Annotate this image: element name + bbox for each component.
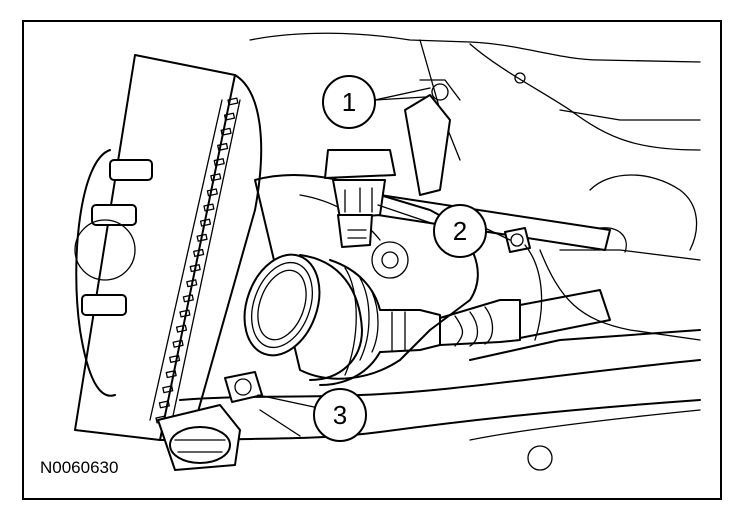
callout-2-label: 2 xyxy=(453,216,467,246)
cv-boot xyxy=(319,259,441,386)
rotor-vent-slot xyxy=(220,127,232,136)
rotor-vent-slot xyxy=(196,233,208,242)
background-body xyxy=(249,32,701,471)
callout-2: 2 xyxy=(433,204,487,258)
callout-1: 1 xyxy=(322,75,376,129)
rotor-vent-slot xyxy=(203,203,215,212)
rotor-vent-slot xyxy=(217,142,229,151)
rotor-vent-slot xyxy=(206,188,218,197)
cv-joint xyxy=(243,253,363,381)
strut-bracket xyxy=(404,79,461,196)
leader-lines xyxy=(257,87,511,408)
rotor-vent-slot xyxy=(175,324,188,333)
rotor-vent-slot xyxy=(162,385,174,394)
rotor-vent-slot xyxy=(210,173,222,182)
drive-shaft xyxy=(439,289,611,347)
rotor-vent-slot xyxy=(189,264,201,273)
pinch-bolt xyxy=(224,371,263,403)
rotor-vent-slot xyxy=(179,309,191,318)
rotor-vent-slot xyxy=(227,97,239,106)
rotor-vent-slot xyxy=(172,339,184,348)
rotor-vent-slot xyxy=(182,294,194,303)
rotor-vent-slot xyxy=(186,279,198,288)
wheel-hub xyxy=(74,149,153,397)
rotor-vent-slot xyxy=(213,158,225,167)
tie-rod-end-nut xyxy=(324,149,396,248)
figure-code: N0060630 xyxy=(40,458,118,477)
rotor-vent-slot xyxy=(158,400,170,409)
callout-3: 3 xyxy=(313,388,367,442)
rotor-vent-slot xyxy=(223,112,236,121)
brake-rotor xyxy=(74,54,263,441)
rotor-vent-slot xyxy=(169,354,181,363)
rotor-vent-slot xyxy=(199,218,212,227)
abs-sensor-bolt xyxy=(504,227,543,341)
callout-3-label: 3 xyxy=(333,400,347,430)
ball-joint xyxy=(157,404,241,471)
rotor-vent-slot xyxy=(165,370,177,379)
rotor-vent-slot xyxy=(193,248,205,257)
callout-1-label: 1 xyxy=(342,87,356,117)
